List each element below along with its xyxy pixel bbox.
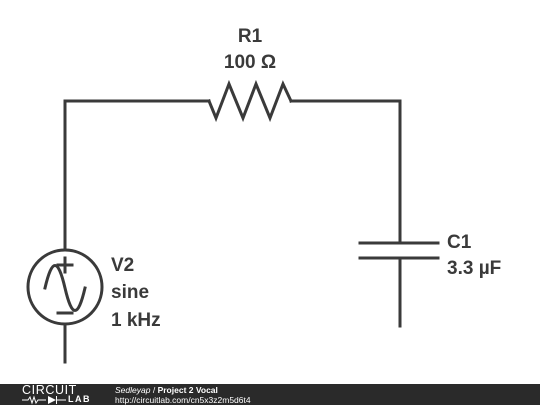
logo-text-circuit: CIRCUIT: [22, 383, 77, 397]
logo-waveform-icon: [22, 395, 66, 405]
source-name-label: V2: [111, 255, 134, 276]
project-url[interactable]: http://circuitlab.com/cn5x3z2m5d6t4: [115, 395, 251, 405]
credit-separator: /: [152, 385, 156, 395]
source-type-label: sine: [111, 282, 149, 303]
sine-wave-icon: [43, 264, 87, 312]
logo-text-lab: LAB: [68, 394, 91, 404]
wire-source-to-resistor: [63, 99, 211, 252]
wire-resistor-to-capacitor: [289, 99, 402, 245]
circuitlab-logo[interactable]: CIRCUIT LAB: [22, 383, 104, 405]
resistor-r1-symbol[interactable]: [207, 79, 293, 123]
schematic-canvas: R1 100 Ω C1 3.3 µF V2 sine 1 kHz: [26, 26, 501, 364]
footer-bar: CIRCUIT LAB Sedleyap / Project 2 Vocal h…: [0, 383, 540, 405]
author-link[interactable]: Sedleyap: [115, 385, 151, 395]
project-title[interactable]: Project 2 Vocal: [157, 385, 218, 395]
project-credit: Sedleyap / Project 2 Vocal: [115, 385, 218, 395]
capacitor-name-label: C1: [447, 232, 472, 253]
resistor-value-label: 100 Ω: [224, 52, 276, 73]
capacitor-value-label: 3.3 µF: [447, 258, 501, 279]
resistor-name-label: R1: [238, 26, 263, 47]
voltage-source-v2-symbol[interactable]: [26, 248, 104, 326]
source-frequency-label: 1 kHz: [111, 310, 161, 331]
